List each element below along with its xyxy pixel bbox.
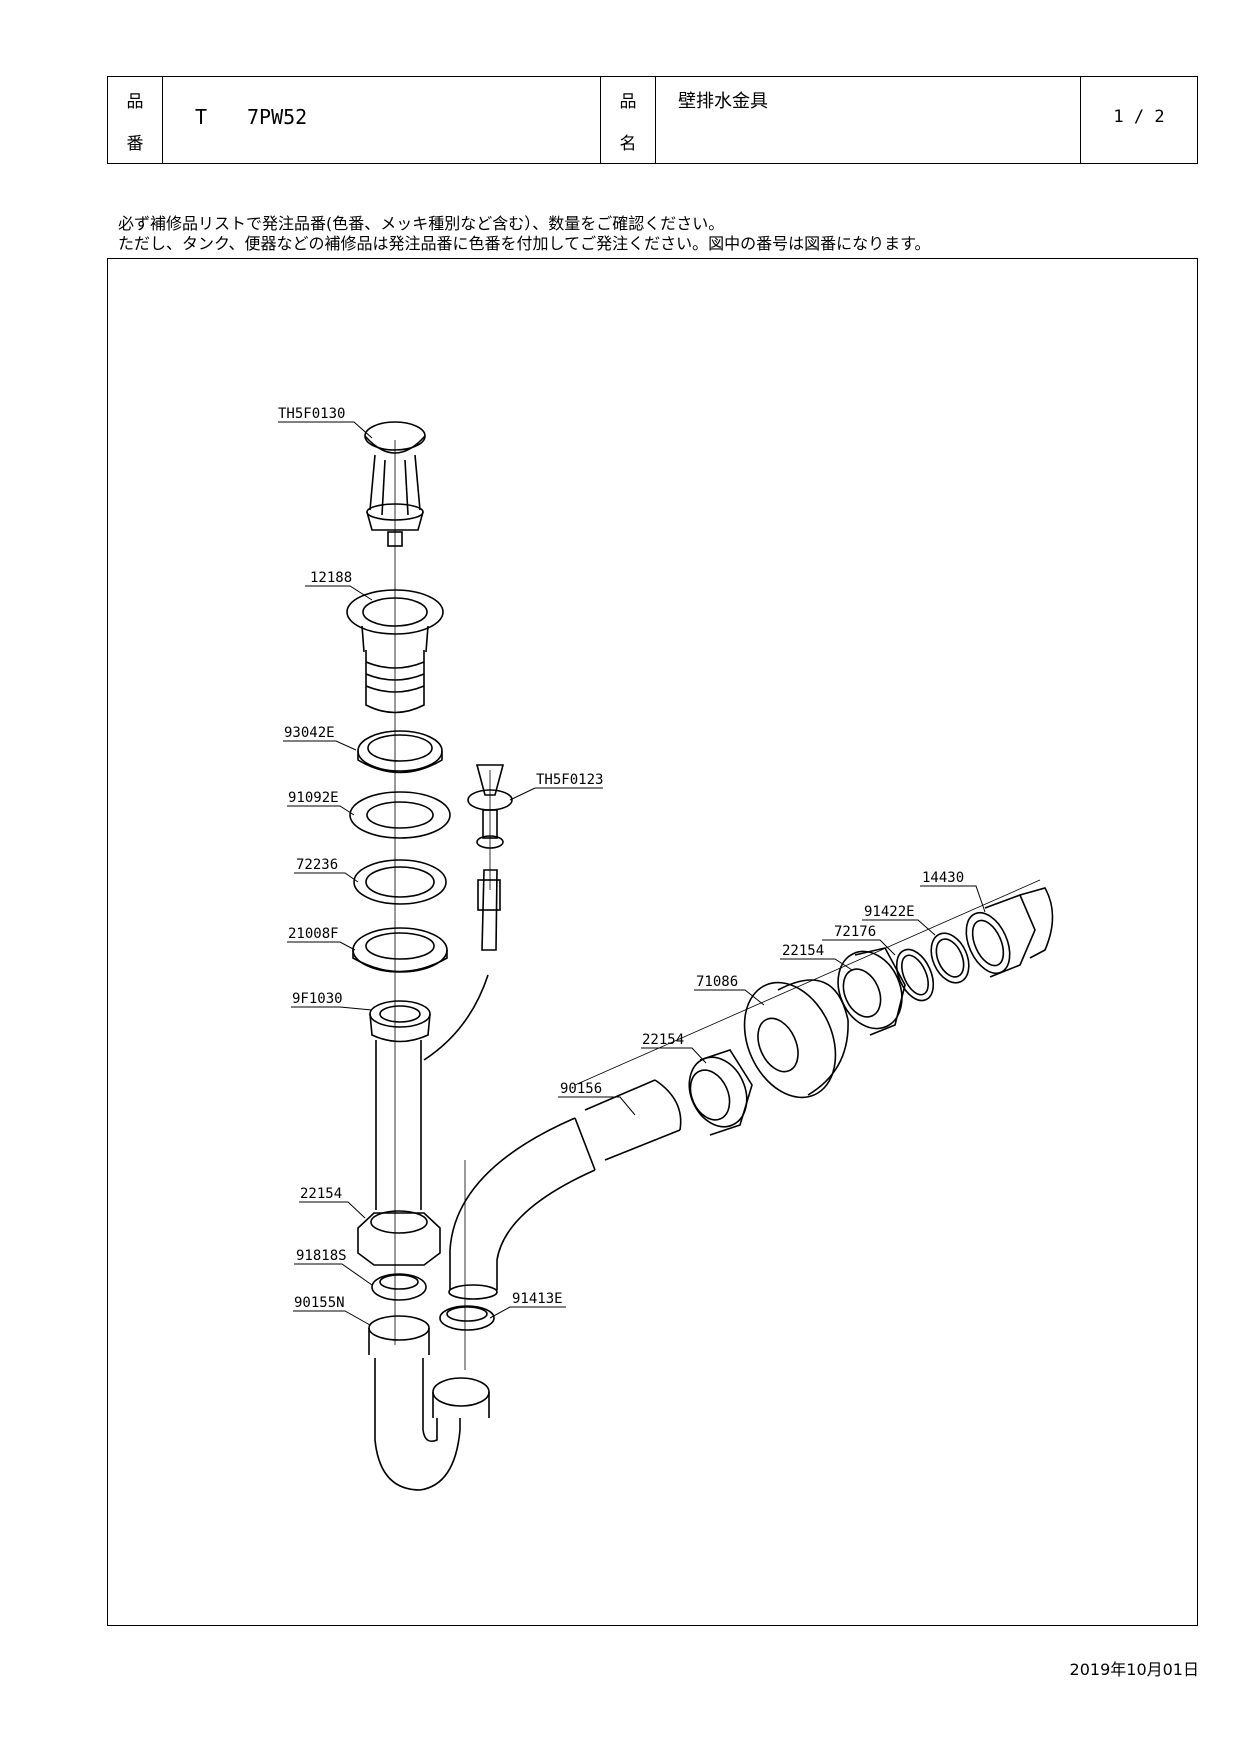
label-TH5F0130: TH5F0130 [278,406,345,422]
nut-22154-vertical-part [357,1210,441,1266]
part-no-prefix: T [195,105,208,129]
washer-91413E-part [439,1305,495,1331]
nut-22154-wall-part [837,947,906,1036]
leader-lines [278,421,986,1326]
packing-72236-part [353,859,447,905]
notice-line-2: ただし、タンク、便器などの補修品は発注品番に色番を付加してご発注ください。図中の… [118,234,931,253]
label-22154-horizontal: 22154 [642,1032,684,1048]
label-14430: 14430 [922,870,964,886]
drain-body-part [346,589,444,714]
issue-date: 2019年10月01日 [1069,1660,1199,1679]
washer-91818S-part [371,1273,427,1301]
adapter-14430-part [965,887,1054,978]
washer-91422E-part [930,932,970,984]
label-90155N: 90155N [294,1295,345,1311]
diagram-frame [107,258,1198,1626]
part-labels: TH5F0130 12188 93042E 91092E 72236 21008… [278,406,964,1311]
title-block: 品 番 T 7PW52 品 名 壁排水金具 1 / 2 [107,76,1198,164]
label-91422E: 91422E [864,904,915,920]
label-22154-vertical: 22154 [300,1186,342,1202]
page-number: 1 / 2 [1113,107,1165,127]
label-72176: 72176 [834,924,876,940]
name-label-top: 品 [619,92,637,112]
washer-93042E-part [357,730,443,774]
label-91092E: 91092E [288,790,339,806]
center-axis-lines [394,440,1041,1370]
label-91413E: 91413E [512,1291,563,1307]
label-90156: 90156 [560,1081,602,1097]
label-TH5F0123: TH5F0123 [536,772,603,788]
part-no: 7PW52 [247,105,308,129]
tailpipe-9F1030-part [369,974,489,1210]
part-no-label-top: 品 [126,92,144,112]
trap-90155N-part [368,1315,490,1491]
label-93042E: 93042E [284,725,335,741]
label-9F1030: 9F1030 [292,991,343,1007]
packing-72176-part [895,948,935,1002]
part-no-cell: T 7PW52 [163,77,601,163]
label-22154-wall: 22154 [782,943,824,959]
part-no-label-bottom: 番 [126,134,144,154]
notice-line-1: 必ず補修品リストで発注品番(色番、メッキ種別など含む）、数量をご確認ください。 [118,214,725,233]
name-label-cell: 品 名 [601,77,656,163]
label-12188: 12188 [310,570,352,586]
label-91818S: 91818S [296,1248,347,1264]
elbow-90156-part [448,1079,682,1300]
name-label-bottom: 名 [619,134,637,154]
label-72236: 72236 [296,857,338,873]
part-no-label-cell: 品 番 [108,77,163,163]
stopper-part [364,421,426,547]
label-71086: 71086 [696,974,738,990]
ring-21008F-part [352,927,448,973]
nut-22154-horizontal-part [688,1049,753,1136]
product-name: 壁排水金具 [678,91,768,112]
page-cell: 1 / 2 [1081,77,1197,163]
product-name-cell: 壁排水金具 [656,77,1081,163]
pullrod-TH5F0123-part [467,764,513,951]
washer-91092E-part [349,791,451,839]
label-21008F: 21008F [288,926,339,942]
escutcheon-71086-part [743,979,849,1099]
